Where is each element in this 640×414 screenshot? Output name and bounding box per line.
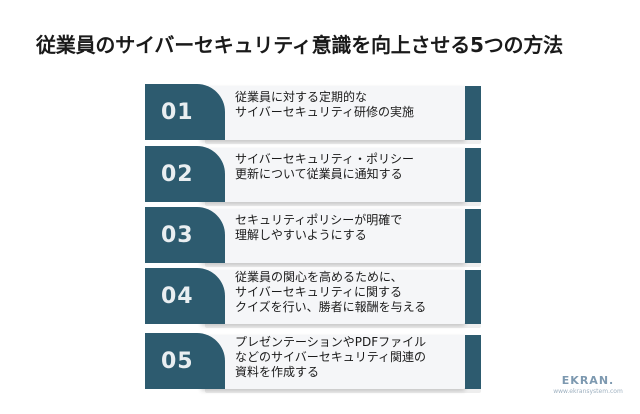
logo-url: www.ekransystem.com [553, 388, 623, 395]
step-item: 03 セキュリティポリシーが明確で 理解しやすいようにする [145, 207, 485, 267]
step-number-badge [145, 84, 225, 140]
page-title: 従業員のサイバーセキュリティ意識を向上させる5つの方法 [36, 33, 563, 57]
step-text: サイバーセキュリティ・ポリシー 更新について従業員に通知する [235, 152, 415, 181]
step-text: 従業員の関心を高めるために、 サイバーセキュリティに関する クイズを行い、勝者に… [235, 270, 427, 314]
step-number: 05 [161, 349, 194, 374]
step-text: 従業員に対する定期的な サイバーセキュリティ研修の実施 [235, 90, 415, 119]
step-accent-bar [465, 148, 481, 202]
step-accent-bar [465, 335, 481, 389]
logo-brand: EKRAN. [561, 374, 615, 387]
step-accent-bar [465, 86, 481, 140]
step-number: 04 [161, 284, 194, 309]
step-number: 03 [161, 223, 194, 248]
step-item: 01 従業員に対する定期的な サイバーセキュリティ研修の実施 [145, 84, 485, 144]
step-text: セキュリティポリシーが明確で 理解しやすいようにする [235, 213, 403, 242]
step-item: 05 プレゼンテーションやPDFファイル などのサイバーセキュリティ関連の 資料… [145, 333, 485, 393]
step-item: 04 従業員の関心を高めるために、 サイバーセキュリティに関する クイズを行い、… [145, 268, 485, 328]
step-number: 02 [161, 162, 194, 187]
step-number-badge [145, 146, 225, 202]
ekran-logo: EKRAN. www.ekransystem.com [548, 374, 628, 408]
step-card [201, 270, 465, 324]
step-card [201, 148, 465, 202]
step-card [201, 86, 465, 140]
step-accent-bar [465, 209, 481, 263]
step-number-badge [145, 207, 225, 263]
step-accent-bar [465, 270, 481, 324]
step-text: プレゼンテーションやPDFファイル などのサイバーセキュリティ関連の 資料を作成… [235, 335, 427, 379]
step-number-badge [145, 268, 225, 324]
step-card [201, 209, 465, 263]
step-item: 02 サイバーセキュリティ・ポリシー 更新について従業員に通知する [145, 146, 485, 206]
step-card [201, 335, 465, 389]
step-number-badge [145, 333, 225, 389]
step-number: 01 [161, 100, 194, 125]
